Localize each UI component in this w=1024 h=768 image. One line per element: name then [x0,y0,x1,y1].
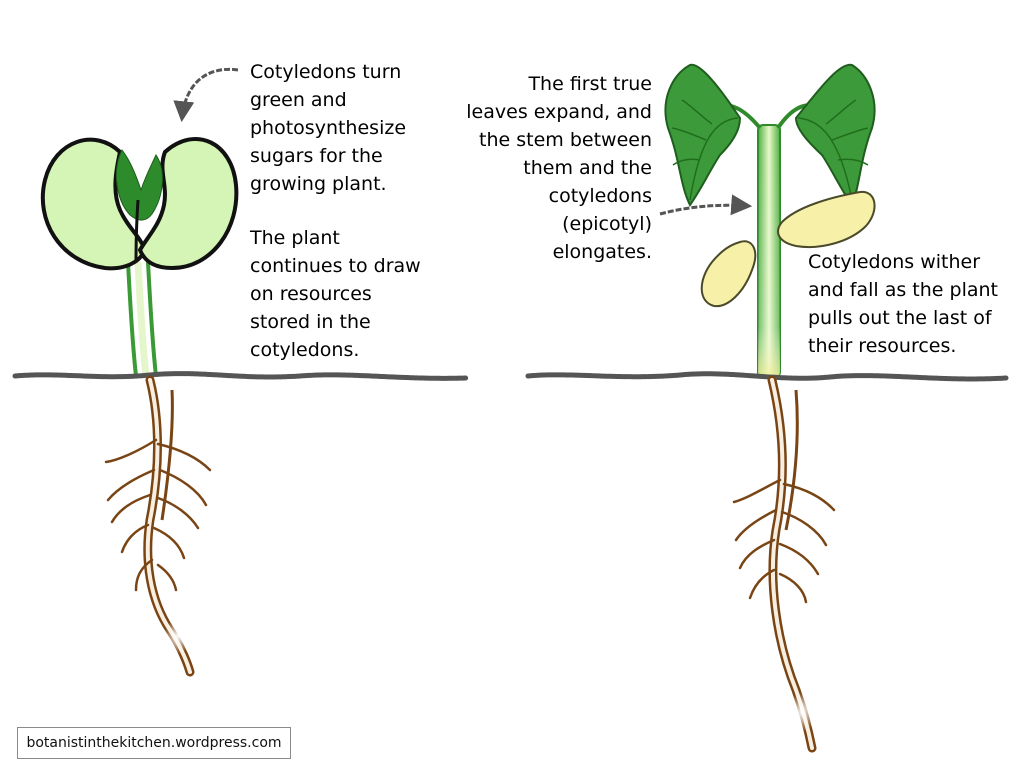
note-line: continues to draw [250,255,421,277]
note-line: Cotyledons wither [808,251,981,273]
left-plumule [116,149,163,221]
note-line: and fall as the plant [808,279,998,301]
left-arrow [173,67,239,123]
left-cotyledon-a [40,137,148,271]
note-line: The plant [250,227,340,249]
note-line: Cotyledons turn [250,61,402,83]
note-line: growing plant. [250,173,387,195]
note-resources: The plant continues to draw on resources… [250,224,421,364]
note-line: leaves expand, and [466,101,652,123]
right-soil-line [525,371,1009,382]
true-leaf-left [664,63,742,207]
note-cotyledons-green: Cotyledons turn green and photosynthesiz… [250,58,406,198]
note-line: pulls out the last of [808,307,992,329]
note-line: stored in the [250,311,371,333]
note-line: the stem between [479,129,652,151]
note-line: cotyledons [548,185,652,207]
left-seedling [40,137,239,377]
withered-cotyledon-left [700,240,757,308]
note-line: sugars for the [250,145,383,167]
note-line: elongates. [552,241,652,263]
note-line: them and the [523,157,652,179]
left-soil-line [12,371,469,381]
note-line: green and [250,89,347,111]
note-line: on resources [250,283,372,305]
note-line: photosynthesize [250,117,407,139]
source-credit: botanistinthekitchen.wordpress.com [17,727,291,759]
note-line: (epicotyl) [562,213,652,235]
note-wither: Cotyledons wither and fall as the plant … [808,248,998,360]
note-true-leaves: The first true leaves expand, and the st… [440,70,652,266]
left-stem [126,261,158,377]
epicotyl-arrow [659,194,753,216]
note-line: cotyledons. [250,339,360,361]
true-leaf-right [794,63,876,208]
right-root [732,375,836,753]
left-root [104,375,212,677]
withered-cotyledon-right [777,190,876,248]
left-cotyledon-b [137,137,239,271]
note-line: their resources. [808,335,957,357]
note-line: The first true [528,73,652,95]
